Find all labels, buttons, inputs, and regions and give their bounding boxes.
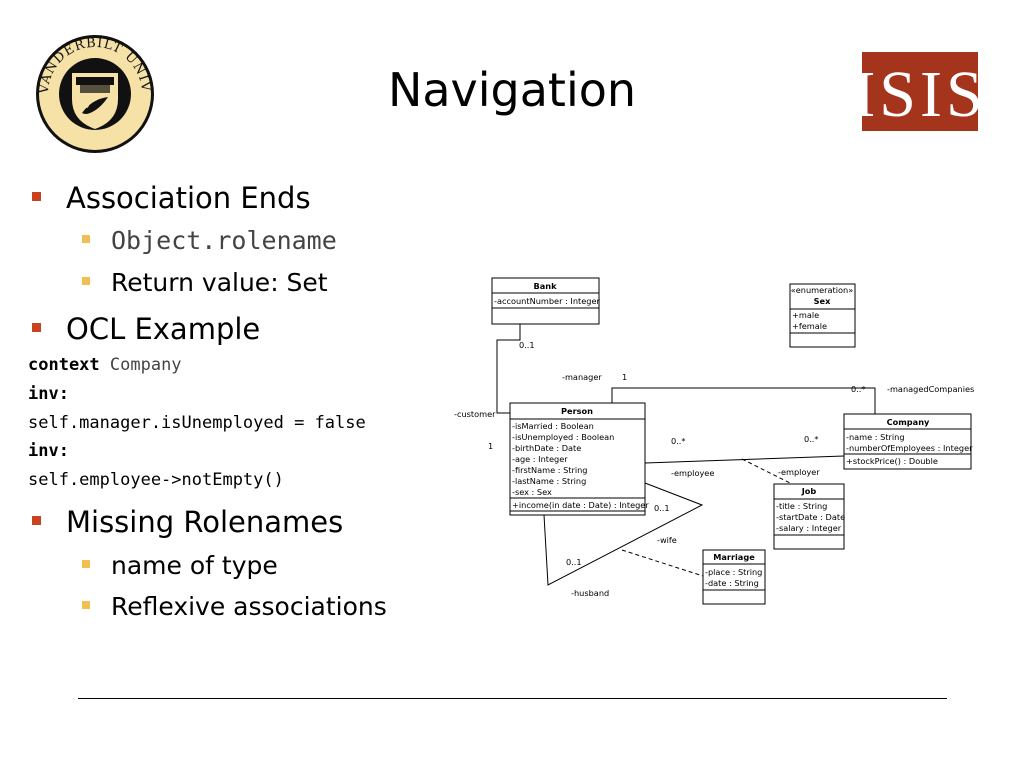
bullet-text: Object.rolename [111,226,337,255]
employee-multiplicity: 0..* [671,436,686,446]
job-attr: -salary : Integer [776,523,842,533]
marriage-name: Marriage [713,552,755,562]
code-rest: Company [99,355,182,375]
bank-name: Bank [533,281,557,291]
managed-companies-role: -managedCompanies [887,384,974,394]
code-line-3: self.manager.isUnemployed = false [28,412,366,434]
bullet-text: name of type [111,551,278,580]
company-op: +stockPrice() : Double [846,456,938,466]
bullet-text: Association Ends [66,181,311,215]
person-attr: -lastName : String [512,476,586,486]
manager-association [611,387,876,414]
sex-attr: +male [792,310,819,320]
husband-role: -husband [571,588,609,598]
job-association-class-link [741,458,793,485]
employment-association [644,455,845,464]
bullet-marker [82,235,90,243]
footer-divider [78,698,947,699]
person-attr: -firstName : String [512,465,588,475]
employee-role: -employee [671,468,714,478]
bullet-text: Reflexive associations [111,592,387,621]
bullet-text: Return value: Set [111,268,328,297]
bank-person-association [496,324,521,414]
employer-multiplicity: 0..* [804,434,819,444]
bullet-marker [82,277,90,285]
marriage-attr: -place : String [705,567,762,577]
bank-multiplicity: 0..1 [519,340,535,350]
company-attr: -numberOfEmployees : Integer [846,443,973,453]
code-rest: self.manager.isUnemployed = false [28,413,366,433]
sex-stereotype: «enumeration» [791,285,854,295]
company-class-box [843,413,972,470]
code-keyword: context [28,355,100,375]
sex-attr: +female [792,321,827,331]
bank-attr: -accountNumber : Integer [494,296,601,306]
bullet-marker [32,192,41,201]
isis-logo: ISIS [862,52,978,131]
manager-role: -manager [562,372,602,382]
husband-multiplicity: 0..1 [566,557,582,567]
manager-multiplicity: 1 [622,372,627,382]
bullet-marker [32,323,41,332]
job-name: Job [801,486,817,496]
uml-class-diagram: Bank -accountNumber : Integer «enumerati… [454,277,974,605]
person-attr: -age : Integer [512,454,568,464]
code-keyword: inv: [28,441,69,461]
bullet-marker [82,601,90,609]
company-name: Company [887,417,930,427]
bullet-text: OCL Example [66,312,261,346]
customer-multiplicity: 1 [488,441,493,451]
bullet-text: Missing Rolenames [66,505,344,539]
marriage-class-box [702,549,766,605]
employer-role: -employer [778,467,820,477]
job-attr: -startDate : Date [776,512,845,522]
code-line-5: self.employee->notEmpty() [28,469,284,491]
marriage-attr: -date : String [705,578,759,588]
bullet-marker [82,560,90,568]
person-op: +income(in date : Date) : Integer [512,500,649,510]
person-class-box [509,402,646,516]
vanderbilt-logo: VANDERBILT UNIVERSITY [34,33,154,153]
isis-logo-text: ISIS [862,58,978,131]
customer-role: -customer [454,409,496,419]
person-name: Person [561,406,593,416]
job-class-box [773,483,845,550]
bank-class-box [491,277,600,325]
person-attr: -isUnemployed : Boolean [512,432,614,442]
managed-multiplicity: 0..* [851,384,866,394]
company-attr: -name : String [846,432,905,442]
code-keyword: inv: [28,384,69,404]
code-rest: self.employee->notEmpty() [28,470,284,490]
marriage-association-class-link [621,549,704,577]
wife-multiplicity: 0..1 [654,503,670,513]
wife-role: -wife [657,535,677,545]
sex-name: Sex [814,296,831,306]
code-line-2: inv: [28,383,69,405]
isis-logo-bg [862,52,978,131]
bullet-marker [32,516,41,525]
sex-class-box [789,283,856,348]
person-attr: -sex : Sex [512,487,552,497]
job-attr: -title : String [776,501,827,511]
code-line-4: inv: [28,440,69,462]
marriage-association [543,482,704,586]
person-attr: -birthDate : Date [512,443,581,453]
person-attr: -isMarried : Boolean [512,421,594,431]
slide-title: Navigation [387,63,637,117]
code-line-1: context Company [28,354,182,376]
